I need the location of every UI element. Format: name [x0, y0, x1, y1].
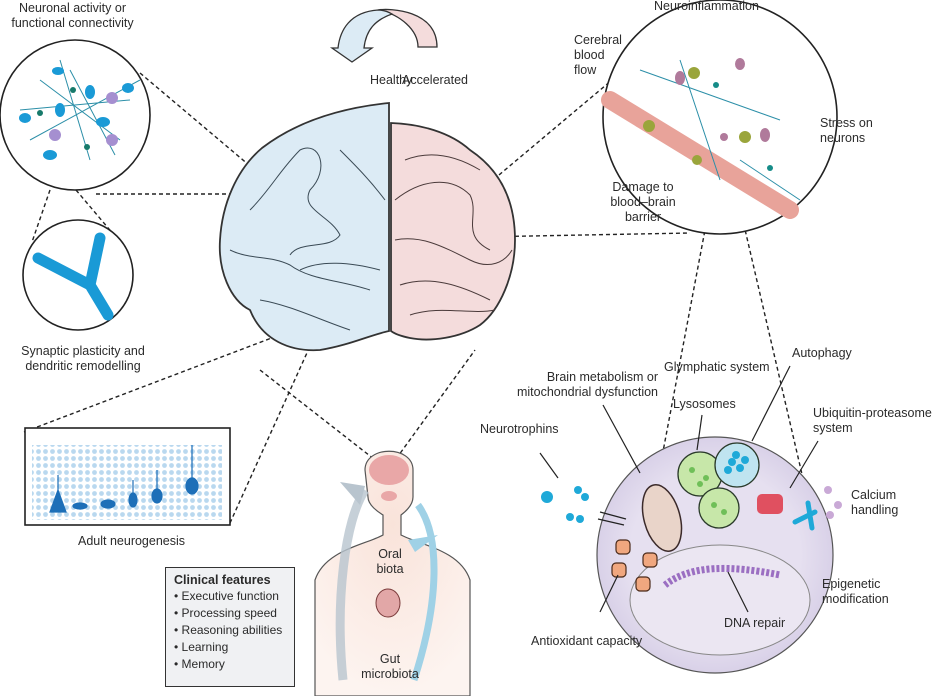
clinical-feature-item: • Memory — [174, 657, 225, 671]
human-body — [314, 450, 471, 696]
gut-microbiota-label: Gut microbiota — [361, 652, 419, 681]
clinical-feature-item: • Executive function — [174, 589, 279, 603]
glymphatic-label: Glymphatic system — [664, 360, 770, 374]
autophagy-label: Autophagy — [792, 346, 852, 360]
brain-metabolism-label: Brain metabolism or mitochondrial dysfun… — [516, 370, 658, 399]
antioxidant-label: Antioxidant capacity — [531, 634, 643, 648]
dna-repair-label: DNA repair — [724, 616, 786, 630]
connectivity-label: Neuronal activity or functional connecti… — [11, 1, 134, 30]
synaptic-circle — [22, 219, 134, 331]
brain-illustration — [218, 102, 516, 352]
healthy-label: Healthy — [370, 73, 413, 87]
ubiquitin-label: Ubiquitin-proteasome system — [813, 406, 932, 435]
neurotrophins-label: Neurotrophins — [480, 422, 559, 436]
cell-illustration — [539, 365, 842, 674]
stress-on-neurons-label: Stress on neurons — [820, 116, 873, 145]
clinical-features-title: Clinical features — [174, 573, 271, 587]
neuroinflammation-circle — [601, 0, 838, 235]
neuroinflammation-label: Neuroinflammation — [654, 0, 759, 13]
clinical-features-box: Clinical features • Executive function •… — [165, 567, 295, 687]
clinical-feature-item: • Processing speed — [174, 606, 277, 620]
clinical-feature-item: • Learning — [174, 640, 229, 654]
neurogenesis-label: Adult neurogenesis — [78, 534, 186, 548]
calcium-label: Calcium handling — [851, 488, 899, 517]
healthy-accelerated-arrow — [329, 8, 438, 63]
lysosomes-label: Lysosomes — [673, 397, 736, 411]
oral-biota-label: Oral biota — [376, 547, 404, 576]
bbb-damage-label: Damage to blood–brain barrier — [610, 180, 676, 224]
clinical-feature-item: • Reasoning abilities — [174, 623, 283, 637]
neurogenesis-box — [24, 427, 231, 526]
connectivity-circle — [0, 39, 151, 191]
synaptic-label: Synaptic plasticity and dendritic remode… — [21, 344, 145, 373]
epigenetic-label: Epigenetic modification — [822, 577, 889, 606]
accelerated-label: Accelerated — [402, 73, 469, 87]
cerebral-blood-flow-label: Cerebral blood flow — [574, 33, 622, 77]
